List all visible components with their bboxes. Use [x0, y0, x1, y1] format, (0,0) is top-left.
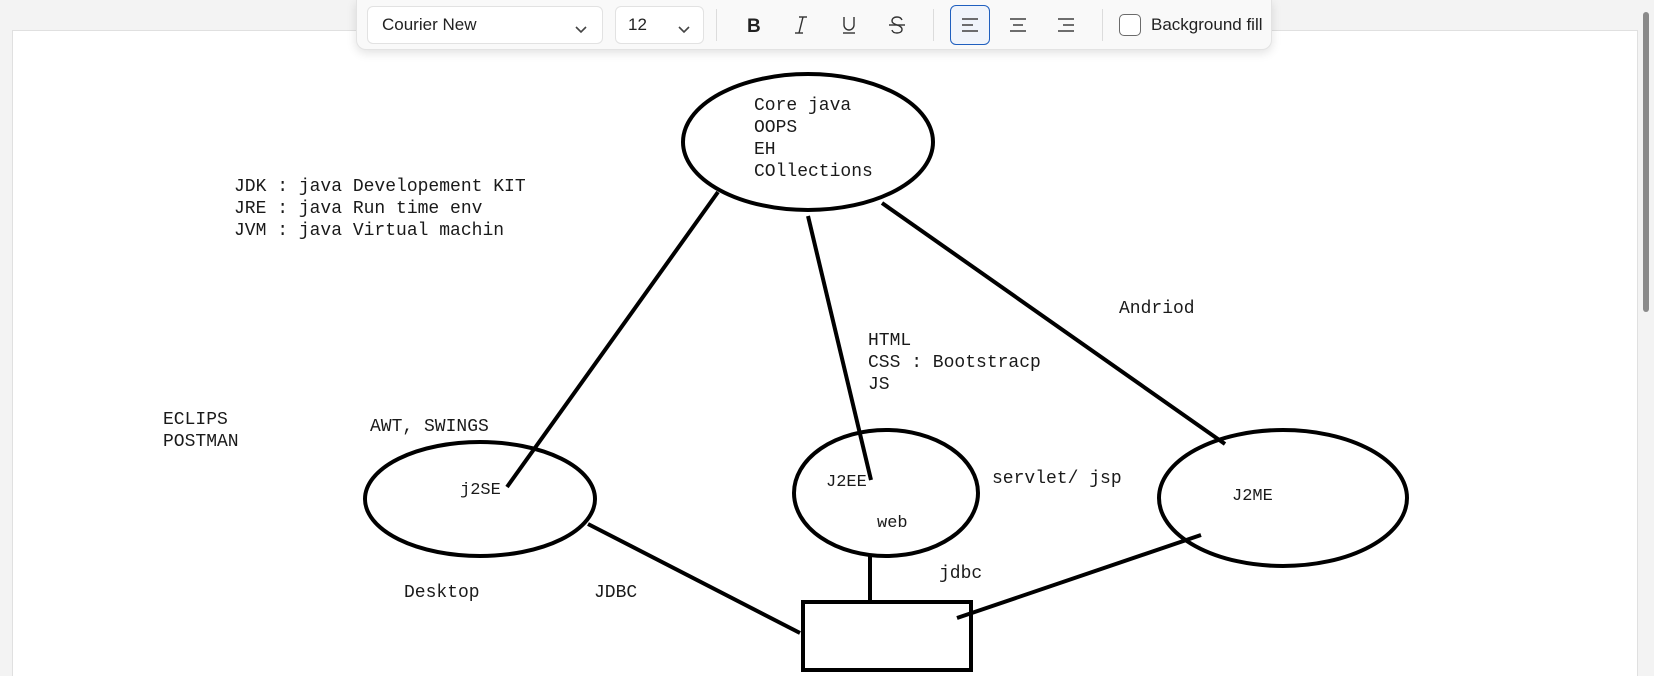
- jdk-text: JDK : java Developement KIT: [234, 177, 526, 197]
- web-text: web: [877, 514, 908, 533]
- line-core-to-j2ee: [806, 215, 873, 481]
- jre-text: JRE : java Run time env: [234, 199, 483, 219]
- toolbar-divider: [716, 8, 717, 41]
- j2me-text: J2ME: [1232, 487, 1273, 506]
- chevron-down-icon: [677, 20, 691, 33]
- align-center-icon: [1010, 17, 1026, 32]
- align-right-button[interactable]: [1046, 5, 1086, 45]
- jdbc-upper-text: JDBC: [594, 583, 637, 603]
- italic-icon: [795, 15, 807, 34]
- background-fill-toggle[interactable]: Background fill: [1119, 13, 1263, 36]
- svg-text:B: B: [747, 16, 761, 36]
- font-size-dropdown[interactable]: 12: [615, 5, 704, 44]
- j2se-ellipse: [363, 440, 597, 558]
- strikethrough-icon: [889, 15, 905, 34]
- postman-text: POSTMAN: [163, 432, 239, 452]
- bold-button[interactable]: B: [733, 5, 773, 45]
- html-text: HTML: [868, 331, 911, 351]
- underline-icon: [843, 16, 855, 34]
- line-core-to-j2se: [505, 190, 720, 489]
- bold-icon: B: [747, 16, 761, 36]
- font-size-value: 12: [628, 14, 647, 34]
- collections-text: COllections: [754, 162, 873, 182]
- j2me-ellipse: [1157, 428, 1409, 568]
- eh-text: EH: [754, 140, 776, 160]
- toolbar-divider: [933, 8, 934, 41]
- line-core-to-j2me: [880, 201, 1227, 446]
- underline-button[interactable]: [829, 5, 869, 45]
- align-right-icon: [1058, 17, 1074, 32]
- line-j2se-to-db: [587, 522, 801, 635]
- toolbar-divider: [1102, 8, 1103, 41]
- align-center-button[interactable]: [998, 5, 1038, 45]
- background-fill-label: Background fill: [1151, 14, 1263, 34]
- j2ee-ellipse: [792, 428, 980, 558]
- font-family-value: Courier New: [382, 14, 477, 34]
- drawing-canvas[interactable]: [12, 30, 1638, 676]
- align-left-icon: [962, 17, 978, 32]
- jdbc-lower-text: jdbc: [939, 564, 982, 584]
- oops-text: OOPS: [754, 118, 797, 138]
- desktop-text: Desktop: [404, 583, 480, 603]
- background-fill-checkbox[interactable]: [1119, 13, 1141, 36]
- database-box: [801, 600, 973, 672]
- text-formatting-toolbar: Courier New 12 B: [356, 0, 1272, 50]
- chevron-down-icon: [574, 20, 588, 33]
- core-java-ellipse: [681, 72, 935, 212]
- js-text: JS: [868, 375, 890, 395]
- font-family-dropdown[interactable]: Courier New: [367, 5, 603, 44]
- core-java-text: Core java: [754, 96, 851, 116]
- css-text: CSS : Bootstracp: [868, 353, 1041, 373]
- vertical-scrollbar[interactable]: [1638, 0, 1654, 676]
- awt-swings-text: AWT, SWINGS: [370, 417, 489, 437]
- andriod-text: Andriod: [1119, 299, 1195, 319]
- eclips-text: ECLIPS: [163, 410, 228, 430]
- j2ee-text: J2EE: [826, 473, 867, 492]
- j2se-text: j2SE: [460, 481, 501, 500]
- line-j2me-to-db: [956, 533, 1202, 620]
- align-left-button[interactable]: [950, 4, 990, 45]
- strikethrough-button[interactable]: [877, 5, 917, 45]
- scrollbar-thumb[interactable]: [1643, 12, 1649, 312]
- servlet-jsp-text: servlet/ jsp: [992, 469, 1122, 489]
- italic-button[interactable]: [781, 5, 821, 45]
- jvm-text: JVM : java Virtual machin: [234, 221, 504, 241]
